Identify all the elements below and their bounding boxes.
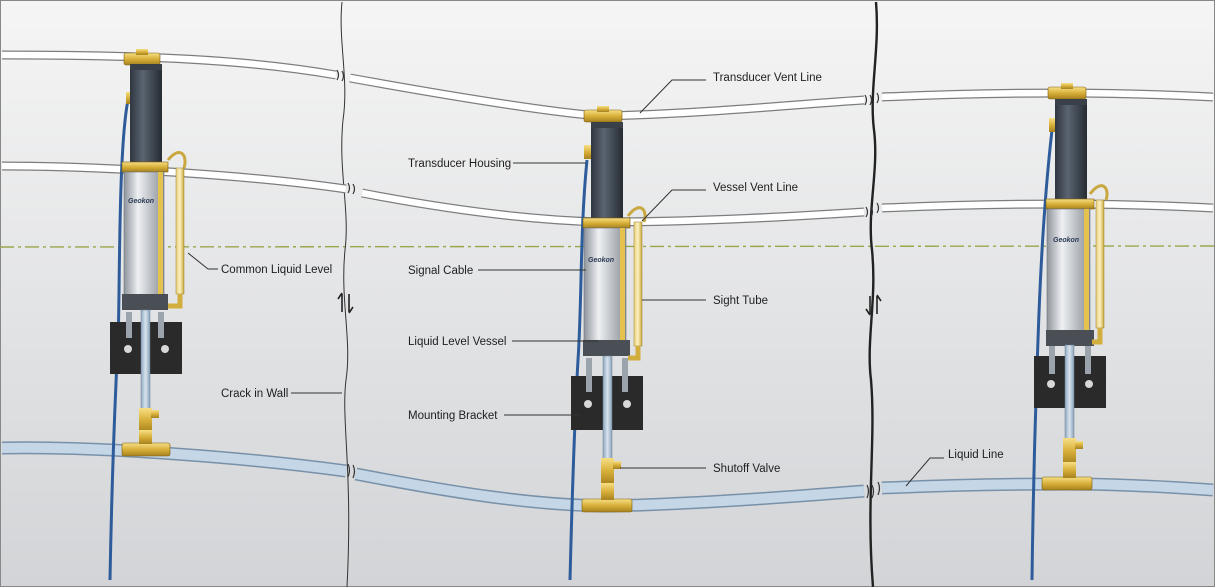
- slip-arrows-left: [337, 292, 354, 314]
- label-transducer-housing: Transducer Housing: [408, 158, 511, 170]
- label-common-liquid-level: Common Liquid Level: [221, 264, 332, 276]
- signal-cable-right: [1030, 129, 1054, 581]
- signal-cable-middle: [568, 159, 589, 581]
- label-signal-cable: Signal Cable: [408, 265, 473, 277]
- label-shutoff-valve: Shutoff Valve: [713, 463, 780, 475]
- label-transducer-vent-line: Transducer Vent Line: [713, 72, 822, 84]
- instrument-right: Geokon: [1030, 83, 1109, 581]
- label-liquid-level-vessel: Liquid Level Vessel: [408, 336, 506, 348]
- leader-vessel-vent-line: [641, 189, 706, 222]
- brand-label-right: Geokon: [1053, 237, 1079, 244]
- leader-transducer-vent-line: [639, 79, 706, 114]
- label-sight-tube: Sight Tube: [713, 295, 768, 307]
- slip-arrows-right: [865, 294, 882, 316]
- wall-crack-2: [868, 1, 879, 587]
- leader-liquid-line: [905, 457, 944, 487]
- leader-common-liquid-level: [187, 252, 218, 270]
- label-mounting-bracket: Mounting Bracket: [408, 410, 498, 422]
- brand-label-middle: Geokon: [588, 257, 614, 264]
- instrument-left: Geokon: [108, 49, 187, 581]
- tube-break-marks: [336, 69, 881, 499]
- brand-label-left: Geokon: [128, 198, 154, 205]
- label-crack-in-wall: Crack in Wall: [221, 388, 288, 400]
- callout-labels: Transducer Vent Line Transducer Housing …: [221, 72, 1004, 475]
- instrument-middle: Geokon: [568, 106, 647, 581]
- label-vessel-vent-line: Vessel Vent Line: [713, 182, 798, 194]
- wall-crack-1: [340, 1, 350, 587]
- label-liquid-line: Liquid Line: [948, 449, 1004, 461]
- leader-lines: [187, 79, 944, 487]
